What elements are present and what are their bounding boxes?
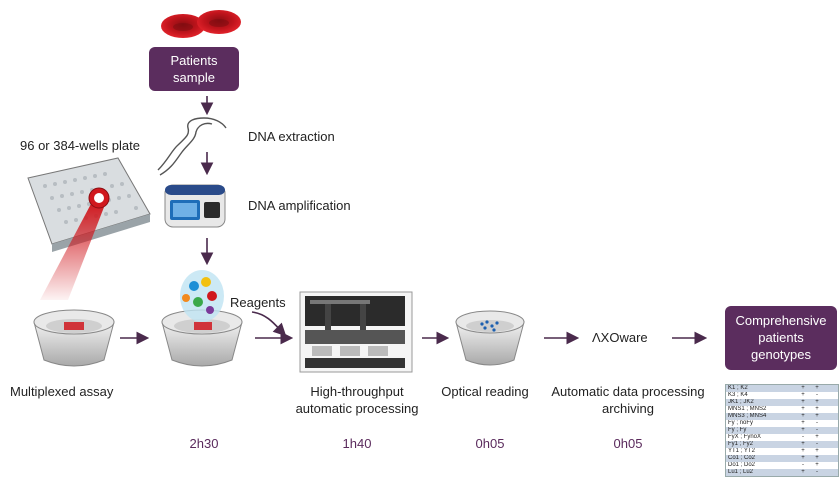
genotype-cell: + xyxy=(801,413,805,419)
genotype-row: Lu1 ; Lu2 + - xyxy=(726,469,838,476)
genotype-cell: + xyxy=(815,448,819,454)
genotype-cell: - xyxy=(802,434,804,440)
genotype-cell: Do1 ; Do2 xyxy=(728,462,756,468)
bead-dish-icon xyxy=(161,270,243,367)
high-throughput-label-line2: automatic processing xyxy=(295,401,419,416)
genotype-cell: + xyxy=(801,385,805,391)
genotype-cell: - xyxy=(816,420,818,426)
thermocycler-icon xyxy=(164,184,226,228)
time-reading: 0h05 xyxy=(475,436,505,451)
genotype-cell: + xyxy=(801,427,805,433)
genotype-cell: MNS1 ; MNS2 xyxy=(728,406,767,412)
genotype-row: YT1 ; YT2 + + xyxy=(726,448,838,455)
plate-label: 96 or 384-wells plate xyxy=(20,138,140,153)
genotype-cell: + xyxy=(801,455,805,461)
genotype-cell: + xyxy=(801,420,805,426)
genotype-cell: + xyxy=(801,469,805,475)
genotype-cell: + xyxy=(801,448,805,454)
genotype-cell: + xyxy=(815,399,819,405)
optical-reading-label: Optical reading xyxy=(441,384,529,399)
genotype-table: K1 ; K2++K3 ; K4+-JK1 ; JK2++MNS1 ; MNS2… xyxy=(725,384,839,477)
genotype-cell: YT1 ; YT2 xyxy=(728,448,755,454)
genotype-cell: + xyxy=(801,441,805,447)
reagents-label: Reagents xyxy=(230,295,286,310)
genotype-cell: Fy ; noFy xyxy=(728,420,754,426)
genotype-cell: + xyxy=(815,434,819,440)
reading-dish-icon xyxy=(455,310,525,366)
genotype-cell: Fy1 ; Fy2 xyxy=(728,441,754,447)
genotype-row: Fy ; Fy + - xyxy=(726,427,838,434)
flow-arrows xyxy=(120,96,708,345)
genotype-cell: MNS3 ; MNS4 xyxy=(728,413,767,419)
patients-sample-line2: sample xyxy=(173,70,215,85)
time-processing: 1h40 xyxy=(342,436,372,451)
genotype-cell: + xyxy=(815,406,819,412)
data-processing-label-line2: archiving xyxy=(601,401,655,416)
genotype-cell: + xyxy=(801,406,805,412)
genotype-row: Fy ; noFy + - xyxy=(726,420,838,427)
multiplexed-assay-label: Multiplexed assay xyxy=(10,384,114,399)
genotype-cell: JK1 ; JK2 xyxy=(728,399,754,405)
genotype-cell: + xyxy=(801,399,805,405)
red-blood-cells-icon xyxy=(161,10,241,38)
patients-sample-box: Patients sample xyxy=(149,47,239,91)
genotype-cell: + xyxy=(815,413,819,419)
patients-sample-line1: Patients xyxy=(170,53,218,68)
genotype-cell: - xyxy=(816,441,818,447)
genotype-cell: + xyxy=(801,392,805,398)
genotype-cell: K3 ; K4 xyxy=(728,392,748,398)
genotype-cell: + xyxy=(815,462,819,468)
genotype-cell: Fy ; Fy xyxy=(728,427,747,433)
genotypes-line1: Comprehensive xyxy=(735,313,827,328)
time-archiving: 0h05 xyxy=(613,436,643,451)
dna-strand-icon xyxy=(157,117,227,176)
dna-extraction-label: DNA extraction xyxy=(248,129,335,144)
genotype-cell: - xyxy=(802,462,804,468)
genotype-cell: + xyxy=(815,455,819,461)
time-assay: 2h30 xyxy=(189,436,219,451)
assay-dish-icon xyxy=(33,309,115,367)
genotype-row: K1 ; K2 + + xyxy=(726,385,838,392)
genotype-row: Fy1 ; Fy2 + - xyxy=(726,441,838,448)
genotype-cell: FyX ; FynoX xyxy=(728,434,762,440)
genotype-row: Co1 ; Co2 + + xyxy=(726,455,838,462)
data-processing-label-line1: Automatic data processing xyxy=(551,384,705,399)
genotype-row: K3 ; K4 + - xyxy=(726,392,838,399)
genotype-cell: + xyxy=(815,385,819,391)
genotypes-line2: patients xyxy=(758,330,804,345)
genotype-row: MNS3 ; MNS4 + + xyxy=(726,413,838,420)
genotype-cell: - xyxy=(816,392,818,398)
high-throughput-label-line1: High-throughput xyxy=(310,384,404,399)
genotype-row: Do1 ; Do2 - + xyxy=(726,462,838,469)
genotype-row: MNS1 ; MNS2 + + xyxy=(726,406,838,413)
genotype-cell: Lu1 ; Lu2 xyxy=(728,469,754,475)
laser-beam-icon xyxy=(40,187,110,300)
processing-instrument-icon xyxy=(299,291,413,373)
axoware-label: ΛXOware xyxy=(592,330,648,345)
genotype-row: JK1 ; JK2 + + xyxy=(726,399,838,406)
genotype-cell: - xyxy=(816,469,818,475)
dna-amplification-label: DNA amplification xyxy=(248,198,351,213)
genotype-cell: K1 ; K2 xyxy=(728,385,748,391)
genotype-cell: - xyxy=(816,427,818,433)
genotype-row: FyX ; FynoX - + xyxy=(726,434,838,441)
genotypes-box: Comprehensive patients genotypes xyxy=(725,306,837,370)
genotype-cell: Co1 ; Co2 xyxy=(728,455,756,461)
genotypes-line3: genotypes xyxy=(751,347,811,362)
